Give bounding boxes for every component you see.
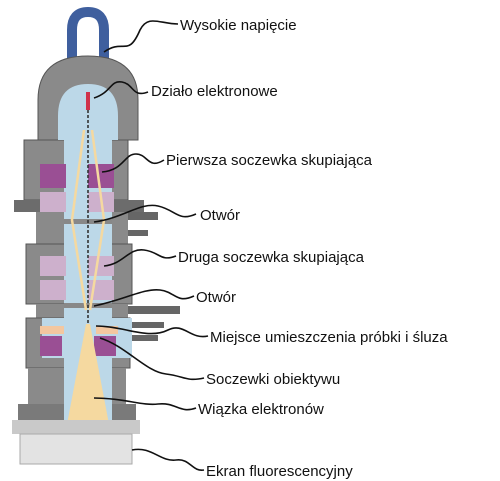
diagram-labels: Wysokie napięcie Działo elektronowe Pier…: [151, 17, 448, 480]
leader-high-voltage: [104, 21, 178, 52]
label-electron-beam: Wiązka elektronów: [198, 401, 324, 418]
label-first-condenser-lens: Pierwsza soczewka skupiająca: [166, 152, 373, 169]
label-second-condenser-lens: Druga soczewka skupiająca: [178, 249, 365, 266]
fluorescent-screen-base: [20, 434, 132, 464]
label-aperture-1: Otwór: [200, 207, 240, 224]
leader-fluorescent-screen: [132, 449, 204, 470]
label-high-voltage: Wysokie napięcie: [180, 17, 297, 34]
label-sample-chamber: Miejsce umieszczenia próbki i śluza: [210, 329, 448, 346]
fluorescent-screen-plate: [12, 420, 140, 434]
label-electron-gun: Działo elektronowe: [151, 83, 278, 100]
label-fluorescent-screen: Ekran fluorescencyjny: [206, 463, 353, 480]
label-objective-lenses: Soczewki obiektywu: [206, 371, 340, 388]
high-voltage-cable: [72, 12, 104, 58]
label-aperture-2: Otwór: [196, 289, 236, 306]
electron-gun-emitter: [86, 92, 90, 110]
